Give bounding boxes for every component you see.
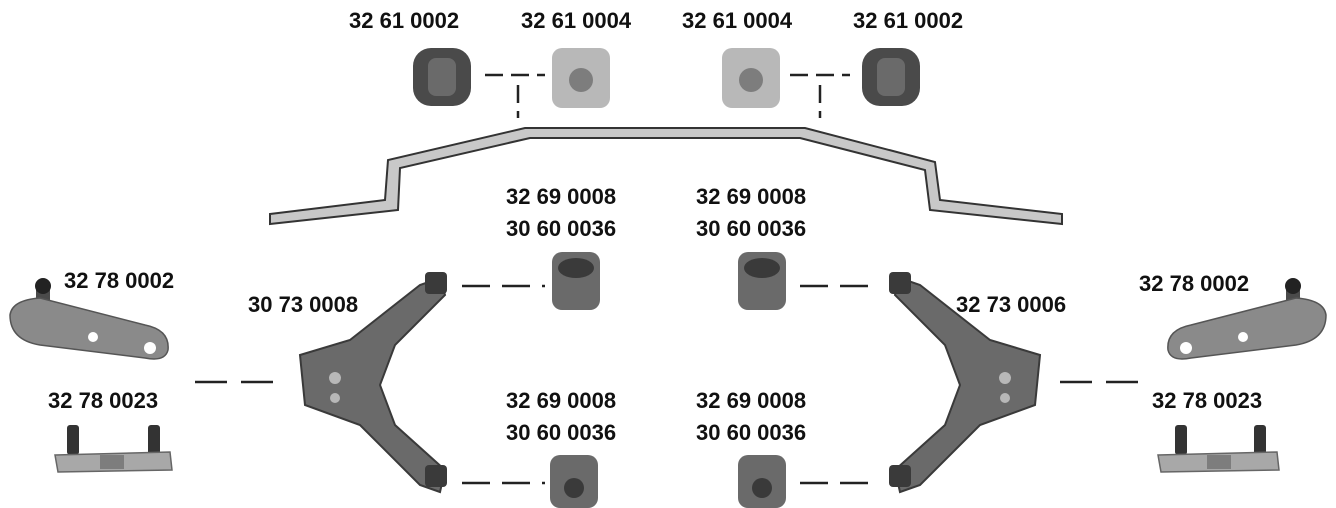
part-label-stabilizer-bushing-4: 32 61 0002 xyxy=(853,8,964,33)
part-number-line: 30 60 0036 xyxy=(506,216,617,241)
stabilizer-bushing-icon xyxy=(862,48,920,106)
stabilizer-bar xyxy=(269,127,1063,226)
part-label-right-mount-plate: 32 78 0023 xyxy=(1152,388,1263,413)
part-label-stabilizer-bushing-2: 32 61 0004 xyxy=(521,8,632,33)
left-control-arm-icon xyxy=(298,272,447,494)
part-label-arm-bushing-bottom-right: 32 69 0008 30 60 0036 xyxy=(696,388,806,446)
part-label-arm-bushing-top-right: 32 69 0008 30 60 0036 xyxy=(696,184,806,242)
part-number-line: 32 69 0008 xyxy=(506,388,617,413)
part-label-right-control-arm: 32 73 0006 xyxy=(956,292,1067,317)
part-number-line: 32 69 0008 xyxy=(506,184,617,209)
right-ball-joint-icon xyxy=(1167,278,1327,360)
part-number-line: 30 60 0036 xyxy=(696,216,807,241)
connector-lines xyxy=(195,73,1142,485)
part-number-line: 32 69 0008 xyxy=(696,388,807,413)
left-ball-joint-icon xyxy=(9,278,169,360)
control-arm-bushing-icon xyxy=(552,252,600,310)
part-label-stabilizer-bushing-3: 32 61 0004 xyxy=(682,8,793,33)
part-label-arm-bushing-top-left: 32 69 0008 30 60 0036 xyxy=(506,184,616,242)
part-label-stabilizer-bushing-1: 32 61 0002 xyxy=(349,8,460,33)
stabilizer-bushing-icon xyxy=(413,48,471,106)
right-mount-plate-icon xyxy=(1157,425,1280,473)
part-number-line: 30 60 0036 xyxy=(696,420,807,445)
part-label-arm-bushing-bottom-left: 32 69 0008 30 60 0036 xyxy=(506,388,616,446)
part-number-line: 32 69 0008 xyxy=(696,184,807,209)
part-label-left-control-arm: 30 73 0008 xyxy=(248,292,359,317)
part-label-left-ball-joint: 32 78 0002 xyxy=(64,268,175,293)
control-arm-bushing-icon xyxy=(738,455,786,508)
control-arm-bushing-icon xyxy=(738,252,786,310)
control-arm-bushing-icon xyxy=(550,455,598,508)
right-control-arm-icon xyxy=(889,272,1042,494)
stabilizer-bushing-icon xyxy=(722,48,780,108)
part-number-line: 30 60 0036 xyxy=(506,420,617,445)
part-label-right-ball-joint: 32 78 0002 xyxy=(1139,271,1250,296)
left-mount-plate-icon xyxy=(54,425,173,473)
part-label-left-mount-plate: 32 78 0023 xyxy=(48,388,159,413)
stabilizer-bushing-icon xyxy=(552,48,610,108)
